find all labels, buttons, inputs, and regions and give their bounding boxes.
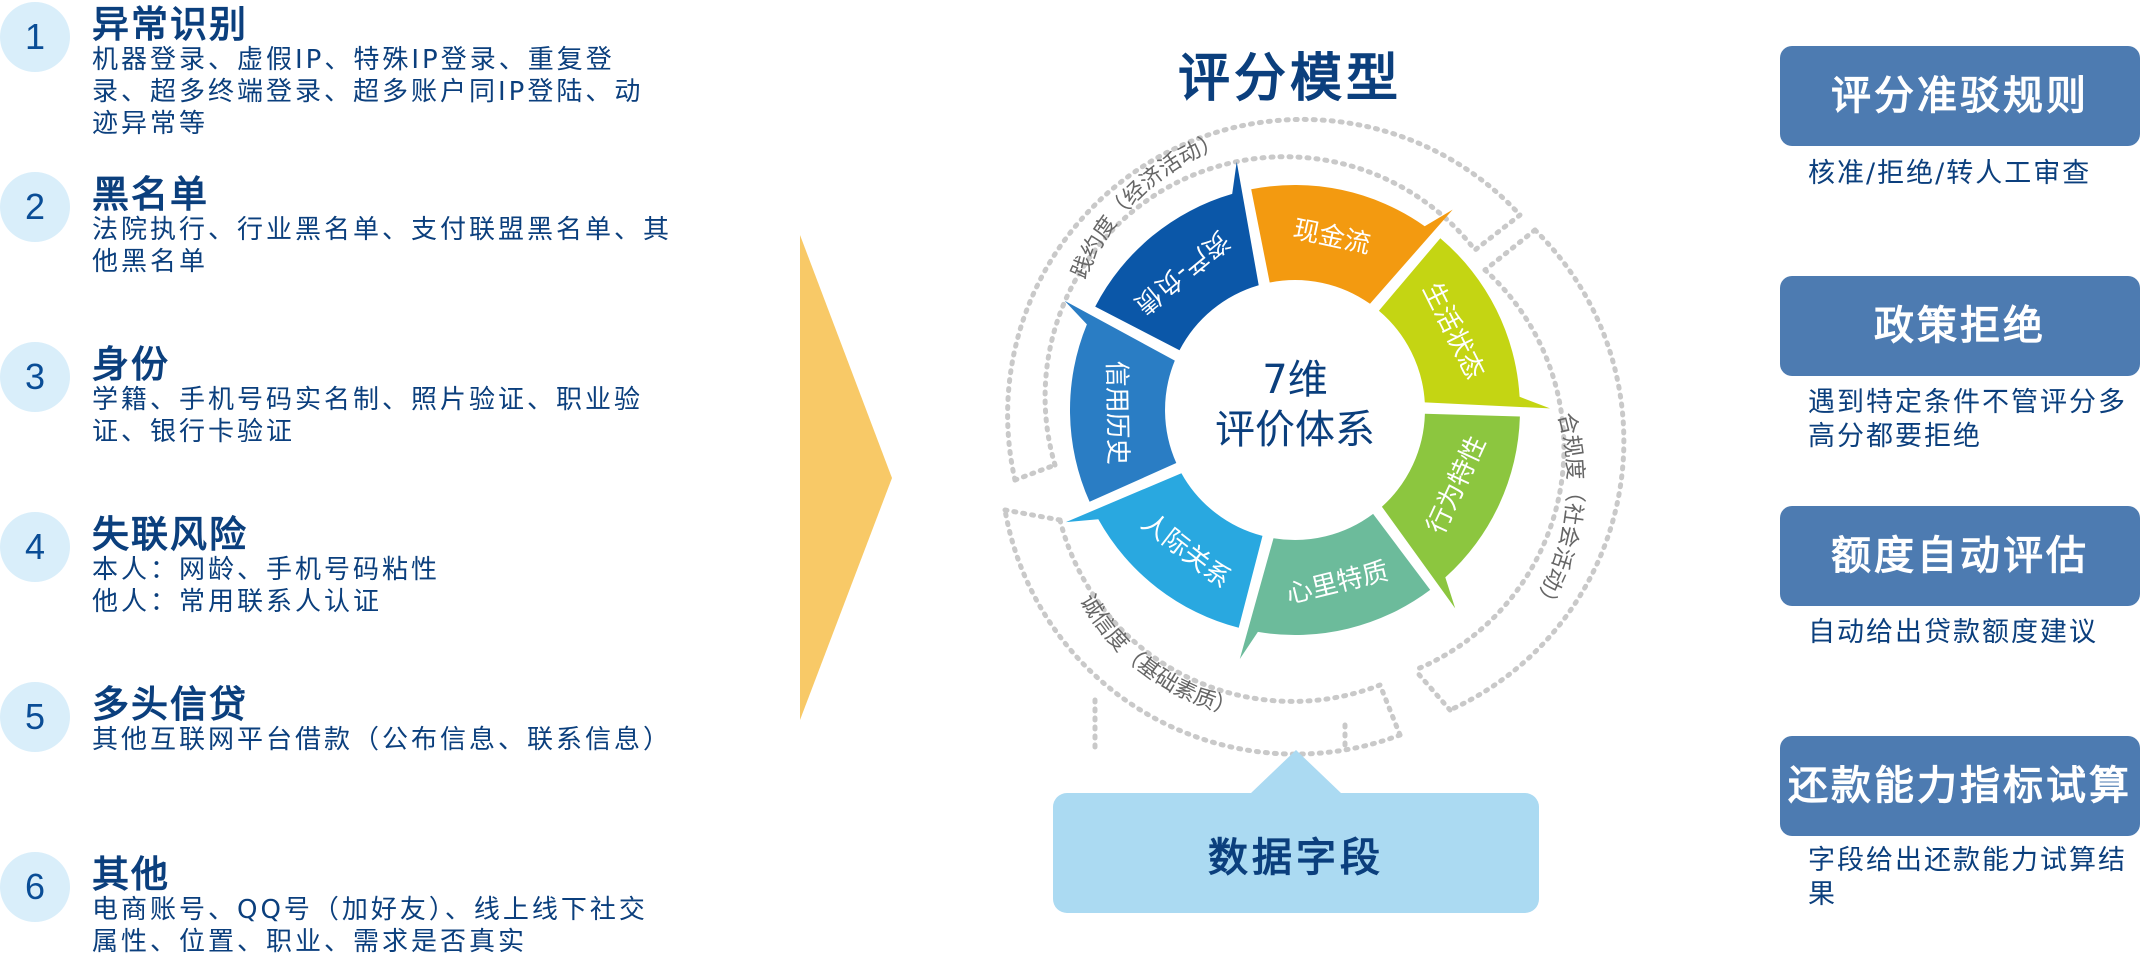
item-title: 多头信贷 bbox=[92, 683, 248, 726]
item-number-badge: 4 bbox=[0, 512, 70, 582]
rule-box-repayment-capacity: 还款能力指标试算 bbox=[1780, 736, 2140, 836]
rule-box-description: 字段给出还款能力试算结果 bbox=[1808, 845, 2127, 910]
core-line-2: 评价体系 bbox=[1215, 407, 1375, 453]
rule-box-policy-reject: 政策拒绝 bbox=[1780, 276, 2140, 376]
item-number-badge: 2 bbox=[0, 172, 70, 242]
segment-shape bbox=[1095, 161, 1259, 351]
rule-box-limit-assessment: 额度自动评估 bbox=[1780, 506, 2140, 606]
item-title: 黑名单 bbox=[92, 173, 209, 216]
item-number-badge: 5 bbox=[0, 682, 70, 752]
item-description: 机器登录、虚假IP、特殊IP登录、重复登录、超多终端登录、超多账户同IP登陆、动… bbox=[92, 45, 644, 139]
item-title: 身份 bbox=[92, 343, 170, 386]
segment-shape bbox=[1065, 473, 1263, 628]
item-description-line: 他人：常用联系人认证 bbox=[92, 587, 383, 617]
segment-shape bbox=[1378, 238, 1550, 409]
segment-shape bbox=[1251, 185, 1453, 304]
item-description: 电商账号、QQ号（加好友）、线上线下社交属性、位置、职业、需求是否真实 bbox=[92, 895, 648, 957]
item-description-line: 本人：网龄、手机号码粘性 bbox=[92, 555, 441, 585]
segment-label: 信用历史 bbox=[1101, 360, 1133, 464]
item-description: 法院执行、行业黑名单、支付联盟黑名单、其他黑名单 bbox=[92, 215, 673, 277]
item-description: 学籍、手机号码实名制、照片验证、职业验证、银行卡验证 bbox=[92, 385, 644, 447]
item-description: 其他互联网平台借款（公布信息、联系信息） bbox=[92, 725, 673, 755]
core-line-1: 7维 bbox=[1262, 357, 1327, 403]
item-title: 其他 bbox=[92, 853, 170, 896]
item-description: 本人：网龄、手机号码粘性 他人：常用联系人认证 bbox=[92, 554, 672, 618]
data-box-pointer bbox=[1250, 750, 1342, 794]
item-number-badge: 3 bbox=[0, 342, 70, 412]
outer-label-compliance: 合规度（社会活动） bbox=[1527, 410, 1587, 615]
data-field-box: 数据字段 bbox=[1053, 793, 1539, 913]
big-arrow-icon bbox=[800, 235, 892, 720]
item-title: 异常识别 bbox=[92, 3, 248, 46]
rule-box-description: 核准/拒绝/转人工审查 bbox=[1808, 158, 2092, 189]
item-number-badge: 6 bbox=[0, 852, 70, 922]
seven-dimension-wheel: 践约度（经济活动） 合规度（社会活动） 诚信度（基础素质） 现金流生活状态行为特… bbox=[1002, 116, 1627, 757]
model-title: 评分模型 bbox=[1177, 49, 1402, 109]
rule-box-description: 遇到特定条件不管评分多高分都要拒绝 bbox=[1808, 387, 2127, 452]
segment-shape bbox=[1381, 413, 1520, 609]
item-number-badge: 1 bbox=[0, 2, 70, 72]
data-field-label: 数据字段 bbox=[1208, 835, 1384, 881]
outer-dotted-ring bbox=[1002, 116, 1627, 757]
rule-box-scoring-rules: 评分准驳规则 bbox=[1780, 46, 2140, 146]
segment-shape bbox=[1239, 513, 1431, 659]
rule-box-description: 自动给出贷款额度建议 bbox=[1808, 617, 2098, 648]
item-title: 失联风险 bbox=[92, 513, 248, 556]
segment-shape bbox=[1064, 300, 1177, 502]
